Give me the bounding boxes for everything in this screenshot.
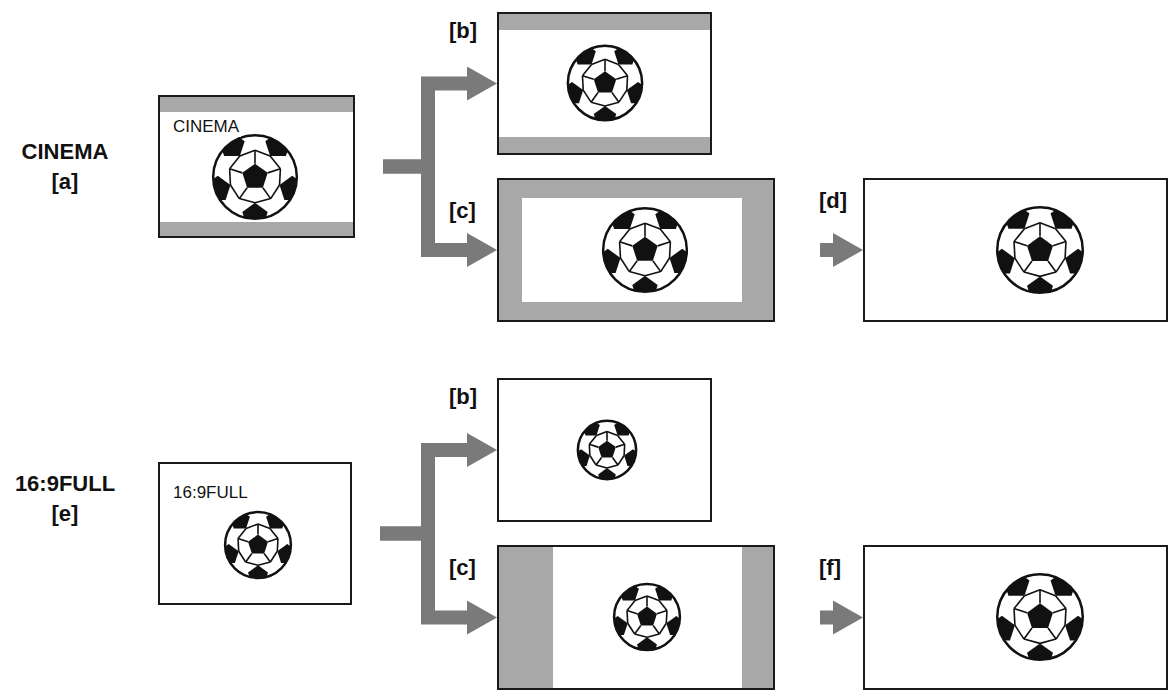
arrow-connector <box>352 534 497 618</box>
arrow-connector <box>775 611 863 625</box>
step-label: [f] <box>819 555 841 581</box>
output-frame: [c] <box>497 178 775 322</box>
mode-heading: 16:9FULL [e] <box>10 469 120 529</box>
output-frame: [b] <box>497 378 712 522</box>
screen-indicator: 16:9FULL <box>171 483 250 503</box>
step-label: [b] <box>449 18 477 44</box>
output-frame: [f] <box>863 545 1168 690</box>
arrow-connector <box>355 84 497 167</box>
soccer-ball <box>585 197 703 312</box>
squeezed-ball <box>211 504 304 594</box>
soccer-ball <box>978 563 1099 680</box>
step-label: [c] <box>449 555 476 581</box>
letterbox-band <box>497 12 712 30</box>
output-frame: [b] <box>497 12 712 155</box>
source-frame: 16:9FULL [e]16:9FULL <box>158 462 352 605</box>
letterbox-band <box>497 137 712 155</box>
arrow-connector <box>352 450 497 534</box>
soccer-ball <box>978 196 1099 313</box>
output-frame: [d] <box>863 178 1168 322</box>
soccer-ball <box>552 36 657 138</box>
letterbox-band <box>158 95 355 112</box>
step-label: [b] <box>449 384 477 410</box>
step-label: [c] <box>449 198 476 224</box>
pillarbox-band <box>742 545 775 690</box>
arrow-connector <box>355 167 497 251</box>
output-frame: [c] <box>497 545 775 690</box>
soccer-ball <box>195 124 313 239</box>
arrow-connector <box>775 243 863 257</box>
border-band <box>497 178 775 322</box>
mode-heading: CINEMA [a] <box>10 137 120 197</box>
source-frame: CINEMA [a]CINEMA <box>158 95 355 238</box>
step-label: [d] <box>819 188 847 214</box>
letterbox-band <box>158 222 355 238</box>
squeezed-ball <box>565 413 647 493</box>
pillarbox-band <box>497 545 553 690</box>
squeezed-ball <box>600 576 693 666</box>
screen-indicator: CINEMA <box>171 117 241 137</box>
